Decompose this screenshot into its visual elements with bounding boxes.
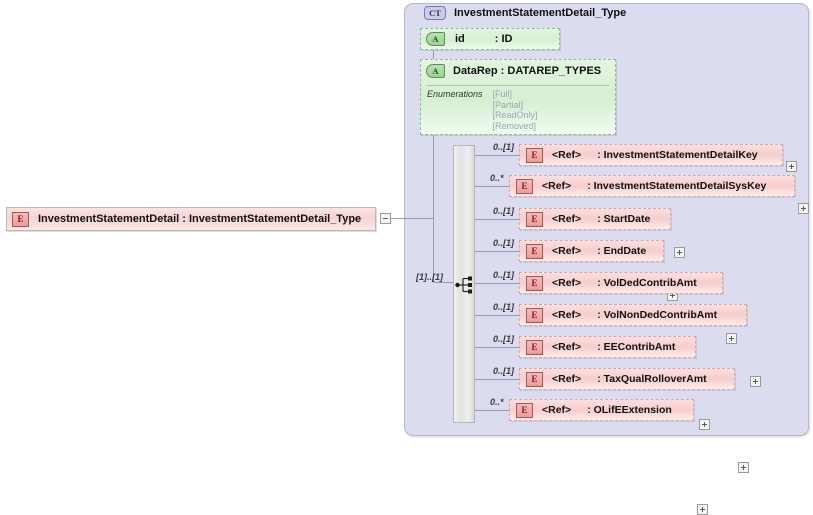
particle-ref-box[interactable]: E <Ref> : VolDedContribAmt	[519, 272, 723, 294]
particle-cardinality: 0..[1]	[493, 238, 515, 248]
particle-connector	[475, 347, 519, 348]
particle-cardinality: 0..[1]	[493, 366, 515, 376]
particle-ref-box[interactable]: E <Ref> : OLifEExtension	[509, 399, 694, 421]
particle-connector	[475, 219, 519, 220]
sequence-compositor-bar[interactable]	[453, 145, 475, 423]
particle-expand-toggle[interactable]	[674, 247, 685, 258]
enumeration-value: [Removed]	[492, 120, 537, 131]
sequence-cardinality-label: [1]..[1]	[416, 272, 443, 282]
element-icon: E	[526, 371, 543, 387]
particle-type-label: : VolNonDedContribAmt	[597, 309, 718, 321]
particle-ref-label: <Ref>	[552, 213, 582, 225]
element-icon: E	[516, 178, 533, 194]
particle-cardinality: 0..[1]	[493, 302, 515, 312]
tree-connector-trunk	[433, 39, 434, 282]
attribute-datarep-facets: Enumerations [Full][Partial][ReadOnly][R…	[427, 89, 538, 131]
particle-expand-toggle[interactable]	[738, 462, 749, 473]
particle-ref-box[interactable]: E <Ref> : EndDate	[519, 240, 664, 262]
particle-expand-toggle[interactable]	[697, 504, 708, 515]
particle-ref-label: <Ref>	[552, 309, 582, 321]
element-icon: E	[516, 402, 533, 418]
attribute-icon: A	[426, 64, 445, 78]
enumeration-value: [Full]	[492, 89, 513, 99]
complextype-icon: CT	[424, 6, 446, 20]
particle-ref-box[interactable]: E <Ref> : EEContribAmt	[519, 336, 696, 358]
element-icon: E	[526, 275, 543, 291]
particle-type-label: : EndDate	[597, 245, 647, 257]
particle-expand-toggle[interactable]	[786, 161, 797, 172]
complextype-title: InvestmentStatementDetail_Type	[454, 7, 627, 19]
particle-type-label: : InvestmentStatementDetailKey	[597, 149, 758, 161]
attribute-id-name: id	[455, 33, 465, 45]
particle-cardinality: 0..[1]	[493, 334, 515, 344]
enumerations-label: Enumerations	[427, 89, 483, 99]
particle-connector	[475, 186, 509, 187]
particle-ref-label: <Ref>	[542, 180, 572, 192]
attribute-id-box[interactable]: A id : ID	[420, 28, 560, 50]
element-icon: E	[526, 147, 543, 163]
particle-ref-box[interactable]: E <Ref> : StartDate	[519, 208, 671, 230]
particle-ref-label: <Ref>	[552, 277, 582, 289]
tree-connector-trunk-entry	[405, 218, 433, 219]
element-icon: E	[526, 211, 543, 227]
particle-ref-box[interactable]: E <Ref> : VolNonDedContribAmt	[519, 304, 747, 326]
root-collapse-toggle[interactable]	[380, 213, 391, 224]
root-connector-stub	[391, 218, 405, 219]
particle-type-label: : VolDedContribAmt	[597, 277, 697, 289]
element-icon: E	[12, 211, 29, 227]
tree-connector-branch-sequence	[433, 282, 453, 283]
particle-cardinality: 0..*	[490, 397, 504, 407]
particle-type-label: : StartDate	[597, 213, 651, 225]
particle-expand-toggle[interactable]	[750, 376, 761, 387]
particle-connector	[475, 410, 509, 411]
particle-ref-box[interactable]: E <Ref> : InvestmentStatementDetailSysKey	[509, 175, 795, 197]
attribute-datarep-header: A DataRep : DATAREP_TYPES	[421, 60, 615, 78]
element-icon: E	[526, 243, 543, 259]
particle-expand-toggle[interactable]	[699, 419, 710, 430]
root-element-box[interactable]: E InvestmentStatementDetail : Investment…	[6, 207, 376, 231]
particle-connector	[475, 283, 519, 284]
particle-cardinality: 0..[1]	[493, 206, 515, 216]
particle-ref-label: <Ref>	[552, 373, 582, 385]
particle-connector	[475, 251, 519, 252]
enumeration-value: [Partial]	[492, 99, 524, 110]
attribute-icon: A	[426, 32, 445, 46]
particle-ref-box[interactable]: E <Ref> : TaxQualRolloverAmt	[519, 368, 735, 390]
particle-cardinality: 0..*	[490, 173, 504, 183]
enumerations-values: [Full][Partial][ReadOnly][Removed]	[493, 89, 538, 131]
sequence-icon	[455, 276, 472, 294]
particle-expand-toggle[interactable]	[798, 203, 809, 214]
particle-rows-layer: 0..[1] E <Ref> : InvestmentStatementDetailK…	[0, 11, 813, 515]
particle-type-label: : EEContribAmt	[597, 341, 676, 353]
particle-ref-label: <Ref>	[542, 404, 572, 416]
complextype-header: CT InvestmentStatementDetail_Type	[424, 6, 626, 20]
attribute-datarep-box[interactable]: A DataRep : DATAREP_TYPES Enumerations […	[420, 59, 616, 135]
particle-ref-box[interactable]: E <Ref> : InvestmentStatementDetailKey	[519, 144, 783, 166]
element-icon: E	[526, 339, 543, 355]
attribute-id-type: : ID	[494, 33, 513, 45]
particle-expand-toggle[interactable]	[726, 333, 737, 344]
particle-connector	[475, 155, 519, 156]
root-element-label: InvestmentStatementDetail : InvestmentSt…	[38, 213, 362, 225]
attribute-datarep-divider	[427, 85, 609, 86]
particle-ref-label: <Ref>	[552, 149, 582, 161]
particle-type-label: : TaxQualRolloverAmt	[597, 373, 707, 385]
particle-cardinality: 0..[1]	[493, 270, 515, 280]
particle-connector	[475, 315, 519, 316]
particle-cardinality: 0..[1]	[493, 142, 515, 152]
particle-ref-label: <Ref>	[552, 245, 582, 257]
particle-connector	[475, 379, 519, 380]
element-icon: E	[526, 307, 543, 323]
particle-ref-label: <Ref>	[552, 341, 582, 353]
enumeration-value: [ReadOnly]	[492, 110, 538, 120]
attribute-datarep-title: DataRep : DATAREP_TYPES	[453, 65, 602, 77]
particle-type-label: : OLifEExtension	[587, 404, 672, 416]
particle-type-label: : InvestmentStatementDetailSysKey	[587, 180, 767, 192]
